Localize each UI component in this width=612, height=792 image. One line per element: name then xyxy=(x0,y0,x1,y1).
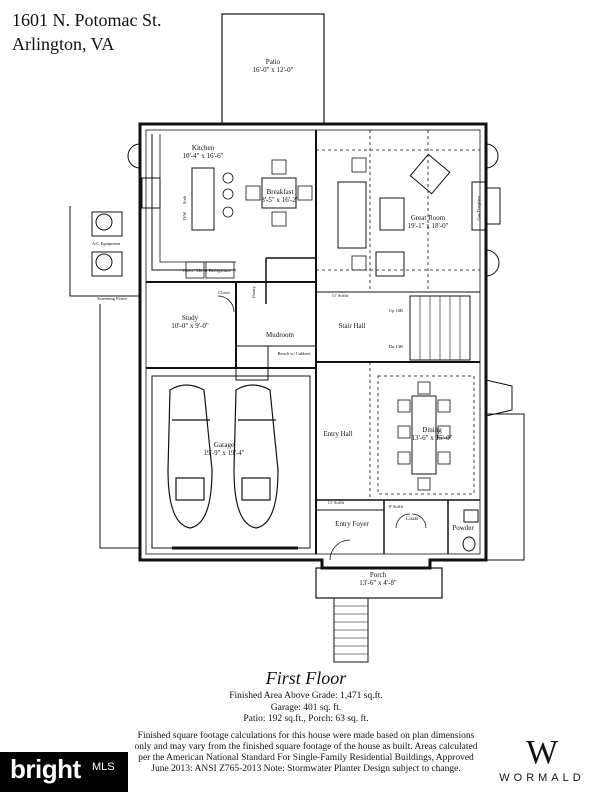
breakfast-dims: 8'-5" x 16'-2" xyxy=(261,196,299,204)
bench-label: Bench w/ Cubbies xyxy=(278,351,311,356)
address-line-2: Arlington, VA xyxy=(12,34,115,54)
patio-label: Patio xyxy=(266,58,281,66)
refrigerator-label: Refrigerator xyxy=(209,268,231,273)
dw-label: D/W xyxy=(182,211,187,221)
sofa xyxy=(337,181,367,249)
breakfast-label: Breakfast xyxy=(267,188,294,196)
garage-dims: 19'-9" x 19'-4" xyxy=(204,449,245,457)
area-garage: Garage: 401 sq. ft. xyxy=(270,702,342,713)
car-outlines xyxy=(167,384,279,529)
coats-label: Coats xyxy=(406,516,419,522)
dining-dims: 13'-6" x 15'-0" xyxy=(412,434,453,442)
address-line-1: 1601 N. Potomac St. xyxy=(12,10,162,30)
floor-title: First Floor xyxy=(265,668,347,688)
study-dims: 10'-0" x 9'-0" xyxy=(171,322,209,330)
entry-hall-label: Entry Hall xyxy=(323,430,352,438)
bright-logo-sub: MLS xyxy=(92,761,115,773)
address-block: 1601 N. Potomac St. Arlington, VA xyxy=(12,8,162,56)
bright-mls-logo: bright MLS xyxy=(0,752,128,792)
soffit-label-entry: 11' Soffit xyxy=(328,500,345,505)
area-finished: Finished Area Above Grade: 1,471 sq.ft. xyxy=(229,691,383,701)
disclaimer-note: Finished square footage calculations for… xyxy=(134,731,478,774)
kitchen-dims: 10'-4" x 16'-6" xyxy=(183,152,224,160)
patio-dims: 16'-0" x 12'-0" xyxy=(253,66,294,74)
dining-table xyxy=(411,395,437,475)
area-summary: Finished Area Above Grade: 1,471 sq.ft. … xyxy=(0,691,612,726)
up-label: Up 16R xyxy=(389,308,403,313)
sink-label: Sink xyxy=(182,195,187,204)
wormald-name: WORMALD xyxy=(499,772,585,784)
screening-fence-label: Screening Fence xyxy=(97,296,127,301)
great-room-dims: 19'-1" x 18'-0" xyxy=(408,222,449,230)
soffit-label: 11' Soffit xyxy=(332,293,349,298)
oven-label: Oven / Micro xyxy=(183,268,208,273)
mudroom-label: Mudroom xyxy=(266,331,295,339)
closet-label: Closet xyxy=(218,290,230,295)
area-patio-porch: Patio: 192 sq.ft., Porch: 63 sq. ft. xyxy=(243,714,369,724)
study-label: Study xyxy=(182,314,199,322)
bright-logo-text: bright xyxy=(10,754,81,784)
porch-dims: 13'-6" x 4'-8" xyxy=(359,579,397,587)
stair-hall-label: Stair Hall xyxy=(338,322,365,330)
entry-foyer-label: Entry Foyer xyxy=(335,520,369,528)
gas-fireplace-label: Gas Fireplace xyxy=(476,196,481,221)
dining-label: Dining xyxy=(422,426,442,434)
kitchen-label: Kitchen xyxy=(192,144,215,152)
pantry-label: Pantry xyxy=(251,285,256,297)
great-room-label: Great Room xyxy=(411,214,446,222)
porch-label: Porch xyxy=(370,571,387,579)
garage-label: Garage xyxy=(214,441,234,449)
dn-label: Dn 14R xyxy=(389,344,403,349)
breakfast-table xyxy=(261,177,297,209)
soffit-label-foyer: 8' Soffit xyxy=(389,504,404,509)
porch-outline xyxy=(315,567,443,599)
wormald-mark: W xyxy=(525,734,559,771)
kitchen-island xyxy=(191,167,215,231)
wormald-logo: W WORMALD xyxy=(484,734,600,785)
garage-outline xyxy=(151,375,311,549)
powder-label: Powder xyxy=(452,524,474,532)
ac-label: A/C Equipment xyxy=(92,241,121,246)
